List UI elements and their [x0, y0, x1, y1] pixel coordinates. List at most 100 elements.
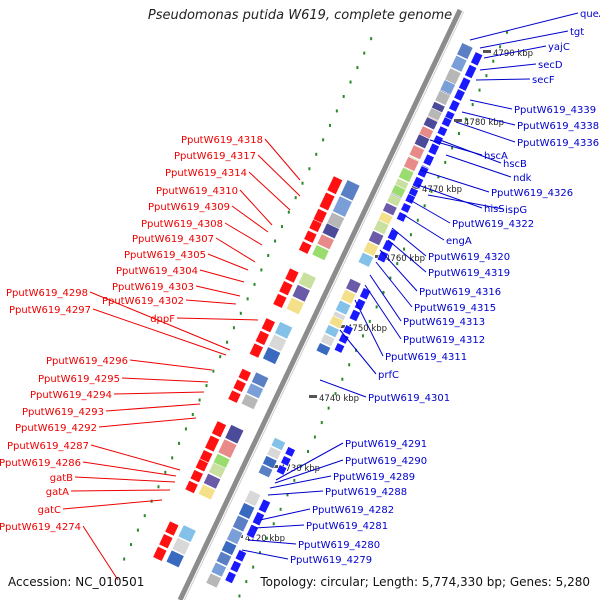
reverse-gene-arrow [272, 292, 288, 309]
tick-dot [157, 485, 160, 489]
reverse-gene-block [262, 346, 282, 365]
tick-dot [403, 247, 406, 251]
forward-gene-label: PputW619_4279 [290, 555, 372, 566]
tick-dot [471, 103, 474, 107]
forward-gene-label: PputW619_4315 [414, 303, 496, 314]
forward-gene-arrow [427, 142, 440, 156]
scale-label: 4740 kbp [319, 394, 359, 404]
tick-dot [226, 340, 229, 344]
reverse-leader-line [89, 291, 231, 351]
forward-leader-line [445, 154, 512, 178]
reverse-gene-label: PputW619_4305 [124, 250, 206, 261]
forward-gene-arrow [229, 559, 242, 574]
reverse-gene-block [339, 179, 361, 202]
forward-gene-arrow [338, 333, 350, 345]
reverse-gene-arrow [248, 342, 264, 359]
forward-gene-arrow [416, 165, 430, 179]
tick-dot [423, 204, 426, 208]
reverse-leader-line [248, 171, 291, 211]
forward-gene-label: hscB [503, 159, 527, 170]
forward-gene-block [340, 288, 357, 305]
tick-dot [253, 282, 256, 286]
reverse-gene-block [171, 536, 191, 556]
reverse-gene-label: PputW619_4317 [174, 151, 256, 162]
forward-gene-label: PputW619_4280 [298, 540, 380, 551]
forward-leader-line [461, 111, 516, 126]
tick-dot [178, 441, 181, 445]
reverse-gene-arrow [318, 191, 336, 212]
reverse-gene-label: PputW619_4286 [0, 458, 81, 469]
tick-dot [246, 297, 249, 301]
forward-gene-block [210, 561, 227, 578]
forward-gene-block [220, 539, 238, 556]
tick-dot [320, 421, 323, 425]
tick-dot [361, 334, 364, 338]
forward-gene-arrow [284, 446, 296, 458]
reverse-gene-block [245, 382, 264, 400]
tick-dot [260, 268, 263, 272]
tick-dot [464, 117, 467, 121]
forward-gene-label: prfC [378, 370, 399, 381]
forward-leader-line [391, 227, 427, 257]
forward-gene-arrow [348, 308, 362, 323]
scale-label: 4780 kbp [464, 118, 504, 128]
tick-dot [348, 363, 351, 367]
tick-dot [327, 406, 330, 410]
reverse-leader-line [264, 138, 301, 181]
tick-dot [389, 276, 392, 280]
tick-dot [313, 435, 316, 439]
reverse-gene-label: PputW619_4310 [156, 186, 238, 197]
tick-dot [335, 109, 338, 113]
forward-gene-arrow [422, 153, 435, 167]
forward-leader-line [247, 539, 297, 545]
forward-gene-block [270, 437, 287, 452]
forward-gene-block [362, 240, 380, 257]
forward-gene-arrow [333, 342, 346, 354]
tick-dot [375, 305, 378, 309]
scale-tick [483, 50, 491, 53]
reverse-leader-line [185, 299, 237, 305]
forward-gene-label: secF [532, 75, 555, 86]
forward-gene-arrow [251, 511, 266, 527]
forward-leader-line [274, 459, 344, 484]
tick-dot [485, 74, 488, 78]
tick-dot [444, 160, 447, 164]
reverse-leader-line [224, 222, 263, 246]
reverse-gene-label: PputW619_4295 [38, 374, 120, 385]
tick-dot [252, 565, 255, 569]
forward-leader-line [269, 475, 332, 489]
forward-gene-arrow [381, 239, 395, 253]
forward-gene-arrow [353, 297, 367, 312]
forward-gene-label: yajC [548, 42, 570, 53]
reverse-leader-line [92, 308, 227, 356]
reverse-gene-label: PputW619_4318 [181, 135, 263, 146]
forward-leader-line [469, 99, 513, 110]
scale-label: 4760 kbp [385, 254, 425, 264]
forward-gene-label: PputW619_4290 [345, 456, 427, 467]
reverse-gene-arrow [158, 533, 174, 550]
tick-dot [457, 131, 460, 135]
forward-gene-label: PputW619_4326 [491, 188, 573, 199]
reverse-gene-arrow [152, 545, 168, 562]
scale-tick [454, 119, 462, 122]
tick-dot [259, 551, 262, 555]
tick-dot [409, 233, 412, 237]
reverse-gene-block [332, 195, 353, 218]
tick-dot [492, 59, 495, 63]
forward-gene-block [427, 107, 443, 122]
reverse-leader-line [90, 444, 181, 471]
reverse-gene-arrow [298, 240, 313, 255]
forward-gene-label: PputW619_4281 [306, 521, 388, 532]
forward-gene-block [422, 116, 439, 131]
reverse-gene-block [224, 424, 245, 445]
tick-dot [198, 398, 201, 402]
reverse-leader-line [231, 205, 269, 233]
reverse-leader-line [82, 461, 177, 477]
forward-gene-block [257, 464, 274, 479]
forward-leader-line [483, 45, 547, 59]
forward-gene-arrow [280, 455, 292, 467]
forward-gene-block [357, 251, 375, 268]
reverse-gene-block [217, 438, 238, 459]
reverse-gene-arrow [254, 329, 270, 346]
scale-tick [309, 395, 317, 398]
